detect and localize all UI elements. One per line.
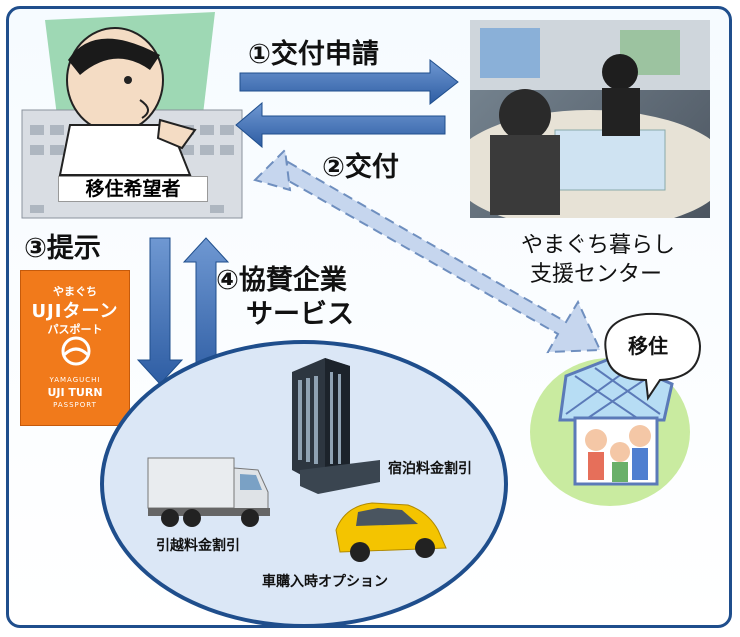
hotel-building-icon xyxy=(292,358,380,494)
uji-turn-passport: やまぐち UJIターン パスポート YAMAGUCHI UJI TURN PAS… xyxy=(20,270,130,426)
arrow-application xyxy=(239,58,459,106)
arrow-issue xyxy=(235,101,446,149)
arrow-migrate-dashed xyxy=(253,147,602,354)
passport-line4: YAMAGUCHI xyxy=(49,376,101,384)
passport-emblem-icon xyxy=(61,336,91,366)
migrate-label: 移住 xyxy=(628,334,668,358)
center-label-line1: やまぐち暮らし xyxy=(521,233,676,258)
passport-line5: UJI TURN xyxy=(47,386,103,399)
support-center-photo xyxy=(470,20,710,218)
speech-bubble-icon xyxy=(604,312,702,401)
step2-label: ②交付 xyxy=(322,152,399,183)
moving-discount-label: 引越料金割引 xyxy=(156,538,240,554)
moving-truck-icon xyxy=(147,457,270,527)
step1-label: ①交付申請 xyxy=(248,39,379,70)
arrow-present xyxy=(136,237,184,385)
applicant-label: 移住希望者 xyxy=(58,176,208,202)
passport-line2: UJIターン xyxy=(31,301,119,322)
hotel-discount-label: 宿泊料金割引 xyxy=(388,461,472,477)
car-option-label: 車購入時オプション xyxy=(262,574,388,590)
passport-line1: やまぐち xyxy=(53,285,97,298)
step4-label-line1: ④協賛企業 xyxy=(216,265,347,296)
passport-line3: パスポート xyxy=(47,323,103,336)
car-icon xyxy=(335,502,447,562)
step3-label: ③提示 xyxy=(24,233,101,264)
center-label-line2: 支援センター xyxy=(530,262,663,287)
step4-label-line2: サービス xyxy=(246,299,354,330)
passport-line6: PASSPORT xyxy=(53,401,97,409)
